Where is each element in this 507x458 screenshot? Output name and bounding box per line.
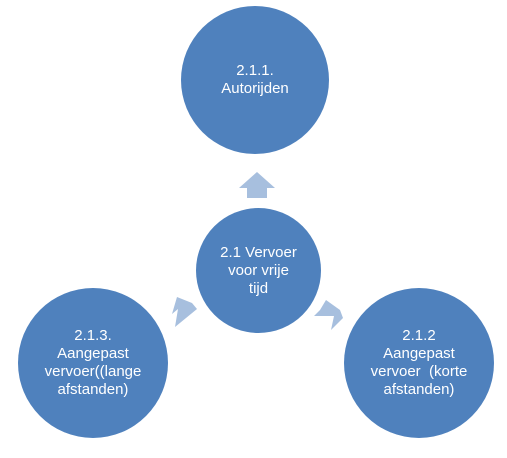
node-line: Aangepast <box>383 345 455 362</box>
arrow-down-left-icon <box>172 297 197 327</box>
node-line: Autorijden <box>221 80 289 97</box>
node-line: tijd <box>248 279 269 297</box>
node-aangepast-vervoer-korte: 2.1.2 Aangepast vervoer (korte afstanden… <box>344 288 494 438</box>
node-line: voor vrije <box>228 261 289 279</box>
arrow-down-right-icon <box>314 300 343 330</box>
node-autorijden: 2.1.1. Autorijden <box>181 6 329 154</box>
node-vervoer-vrije-tijd-label: 2.1 Vervoer voor vrije tijd <box>220 244 297 298</box>
node-line: vervoer((lange <box>44 363 142 380</box>
node-line: 2.1.2 <box>402 327 436 344</box>
node-aangepast-vervoer-lange: 2.1.3. Aangepast vervoer((lange afstande… <box>18 288 168 438</box>
node-line: afstanden) <box>383 381 455 398</box>
node-line: afstanden) <box>57 381 129 398</box>
node-line: 2.1 Vervoer <box>220 243 297 261</box>
node-aangepast-vervoer-korte-label: 2.1.2 Aangepast vervoer (korte afstanden… <box>371 327 468 399</box>
node-line: 2.1.1. <box>236 62 274 79</box>
node-vervoer-vrije-tijd: 2.1 Vervoer voor vrije tijd <box>196 208 321 333</box>
node-line: Aangepast <box>57 345 129 362</box>
arrow-up-icon <box>239 172 275 198</box>
node-line: vervoer (korte <box>370 363 468 380</box>
node-aangepast-vervoer-lange-label: 2.1.3. Aangepast vervoer((lange afstande… <box>45 327 142 399</box>
node-autorijden-label: 2.1.1. Autorijden <box>221 62 289 98</box>
node-line: 2.1.3. <box>74 327 112 344</box>
